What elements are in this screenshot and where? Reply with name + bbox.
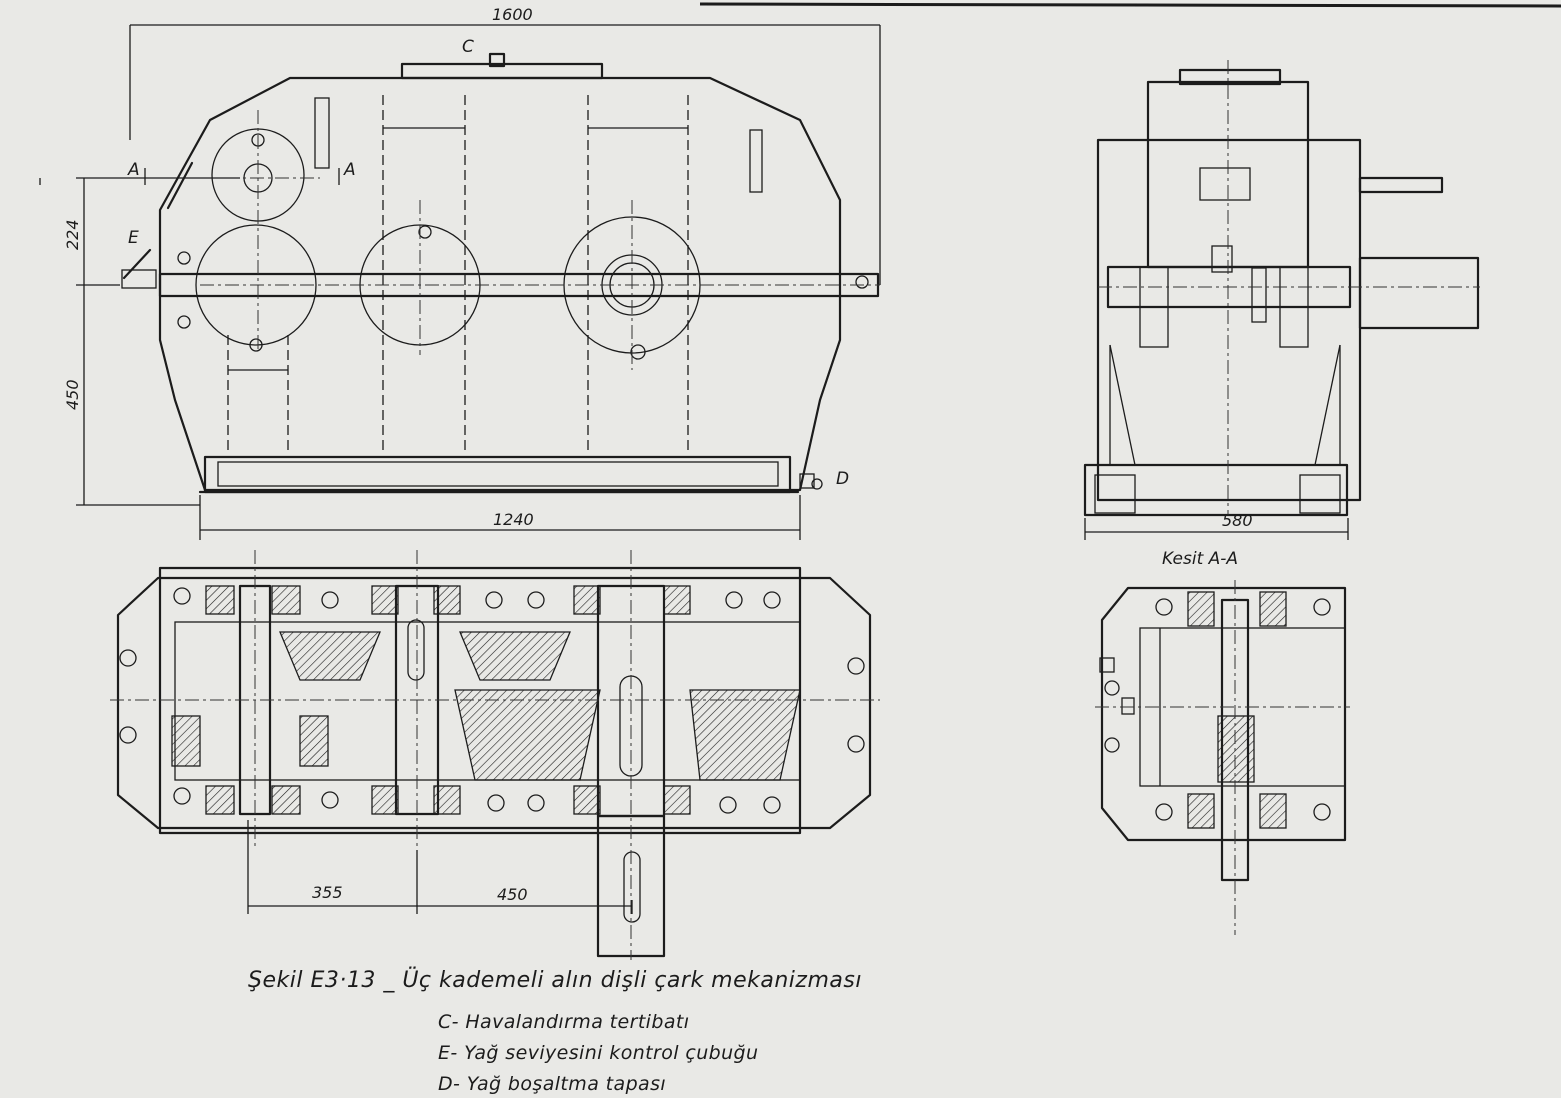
sheet-top-border bbox=[699, 2, 1561, 8]
side-view bbox=[1083, 60, 1480, 517]
figure-caption-title: Şekil E3·13 _ Üç kademeli alın dişli çar… bbox=[248, 968, 862, 993]
dim-base-length: 1240 bbox=[493, 510, 534, 529]
dim-height-lower: 450 bbox=[63, 379, 82, 410]
dim-overall-length: 1600 bbox=[492, 5, 533, 24]
dim-shaft-spacing-1: 355 bbox=[312, 883, 343, 902]
label-section-title: Kesit A-A bbox=[1162, 549, 1238, 569]
caption-item-e: E- Yağ seviyesini kontrol çubuğu bbox=[438, 1042, 759, 1064]
label-oil-gauge-e: E bbox=[128, 228, 139, 248]
plan-view-dimensions bbox=[247, 820, 633, 914]
label-vent-c: C bbox=[462, 37, 474, 57]
dim-height-upper: 224 bbox=[63, 219, 82, 250]
plan-view bbox=[110, 550, 880, 960]
front-view bbox=[121, 52, 880, 494]
caption-item-c: C- Havalandırma tertibatı bbox=[438, 1011, 690, 1033]
section-a-a bbox=[1095, 580, 1350, 935]
label-drain-d: D bbox=[836, 469, 849, 489]
label-section-a-right: A bbox=[343, 160, 356, 180]
label-section-a-left: A bbox=[127, 160, 140, 180]
caption-item-d: D- Yağ boşaltma tapası bbox=[438, 1073, 667, 1095]
front-view-dimensions bbox=[39, 24, 881, 540]
dim-side-width: 580 bbox=[1222, 511, 1253, 530]
side-view-dimensions bbox=[1084, 518, 1349, 540]
dim-shaft-spacing-2: 450 bbox=[497, 885, 528, 904]
